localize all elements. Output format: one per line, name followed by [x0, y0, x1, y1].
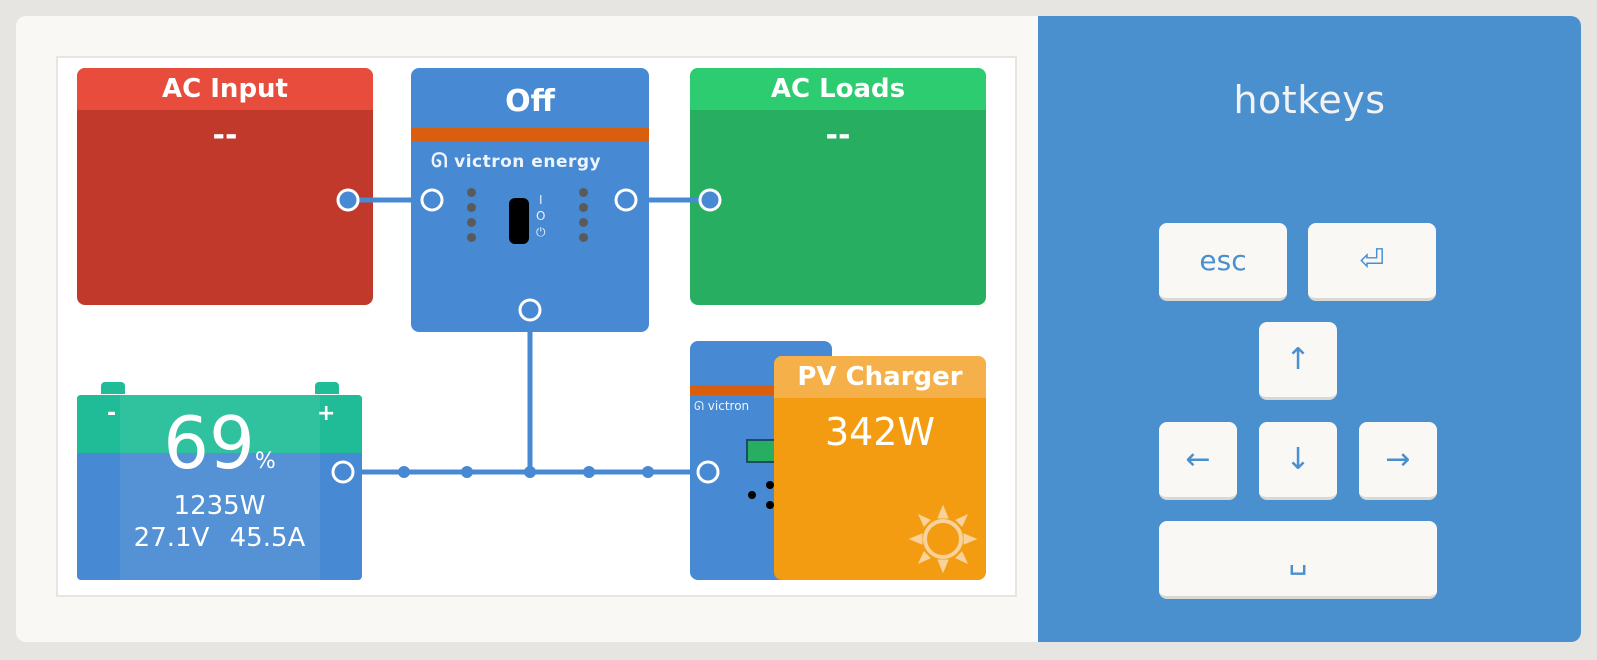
mppt-brand: ᘏ victron: [694, 399, 750, 413]
flow-dot: [398, 466, 410, 478]
pv-charger-tile[interactable]: PV Charger 342W: [774, 356, 986, 580]
hotkeys-panel: hotkeys esc ⏎ ↑ ← ↓ → ␣: [1038, 16, 1581, 642]
battery-current: 45.5A: [229, 523, 306, 553]
brand-text: victron energy: [454, 152, 602, 172]
pv-charger-value: 342W: [824, 410, 936, 454]
switch-labels: I O ⏻: [536, 192, 546, 240]
battery-terminal-negative: [101, 382, 125, 394]
battery-voltage-current: 27.1V 45.5A: [77, 523, 362, 553]
ac-input-tile[interactable]: AC Input --: [77, 68, 373, 305]
soc-value: 69: [163, 401, 255, 485]
up-arrow-key[interactable]: ↑: [1259, 322, 1337, 400]
battery-voltage: 27.1V: [133, 523, 210, 553]
ac-input-title: AC Input: [77, 68, 373, 110]
esc-key[interactable]: esc: [1159, 223, 1287, 301]
ac-input-value: --: [212, 118, 238, 153]
enter-key[interactable]: ⏎: [1308, 223, 1436, 301]
led-column-right: [579, 188, 589, 248]
battery-tile[interactable]: - + 69% 1235W 27.1V 45.5A: [77, 382, 362, 580]
down-arrow-key[interactable]: ↓: [1259, 422, 1337, 500]
ac-loads-tile[interactable]: AC Loads --: [690, 68, 986, 305]
mppt-button: [766, 501, 774, 509]
power-icon: ⏻: [536, 225, 546, 239]
coil-icon: ᘏ: [694, 399, 708, 413]
coil-icon: ᘏ: [431, 148, 449, 172]
mppt-button: [748, 491, 756, 499]
battery-soc: 69%: [77, 403, 362, 502]
switch-off-label: O: [536, 209, 546, 223]
left-arrow-key[interactable]: ←: [1159, 422, 1237, 500]
pv-charger-title: PV Charger: [774, 356, 986, 398]
flow-dot: [583, 466, 595, 478]
battery-power: 1235W: [173, 491, 266, 521]
ac-loads-title: AC Loads: [690, 68, 986, 110]
right-arrow-key[interactable]: →: [1359, 422, 1437, 500]
inverter-stripe: [411, 128, 649, 141]
led-column-left: [467, 188, 477, 248]
flow-dot: [524, 466, 536, 478]
inverter-switch[interactable]: [509, 198, 529, 244]
space-key[interactable]: ␣: [1159, 521, 1437, 599]
sun-icon: [908, 504, 978, 574]
mppt-button: [766, 481, 774, 489]
battery-terminal-positive: [315, 382, 339, 394]
ac-loads-value: --: [825, 118, 851, 153]
switch-on-label: I: [538, 193, 543, 207]
flow-dot: [461, 466, 473, 478]
minus-sign: -: [107, 401, 117, 426]
soc-unit: %: [254, 449, 276, 474]
plus-sign: +: [317, 401, 336, 426]
battery-charge-fill: [77, 395, 362, 453]
hotkeys-title: hotkeys: [1233, 78, 1386, 122]
inverter-state: Off: [505, 84, 555, 119]
battery-body: - + 69% 1235W 27.1V 45.5A: [77, 395, 362, 580]
flow-dot: [642, 466, 654, 478]
